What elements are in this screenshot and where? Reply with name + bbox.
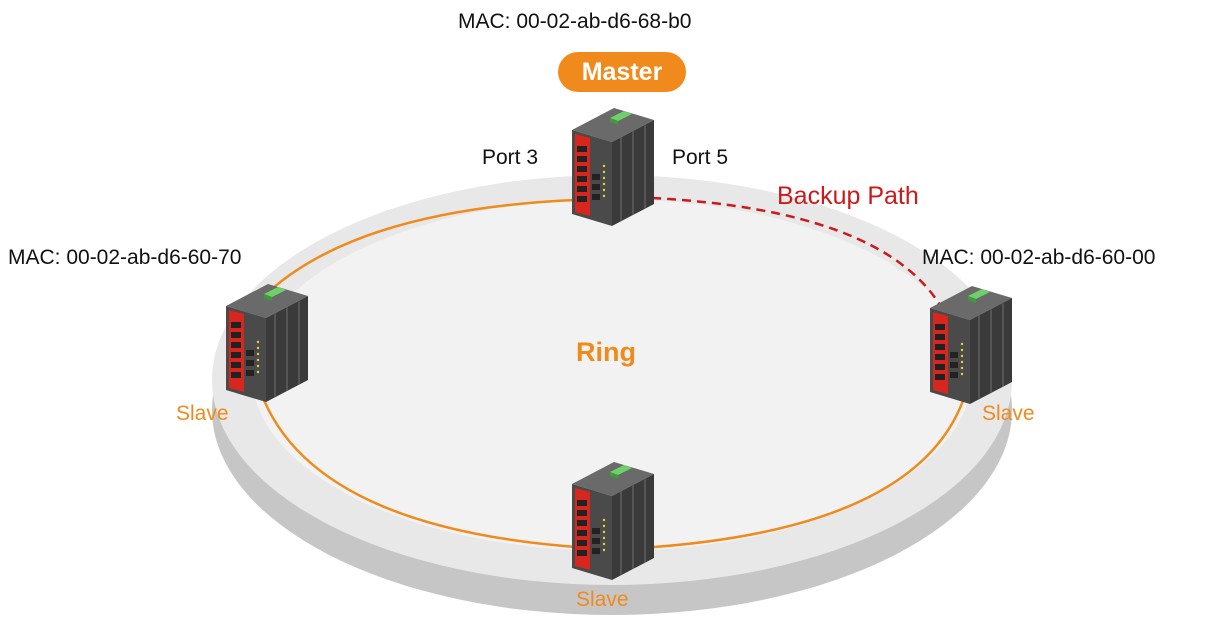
right-node-mac-label: MAC: 00-02-ab-d6-60-00 [922,246,1156,269]
ring-link-left-bottom [258,389,591,550]
backup-path-label: Backup Path [777,182,919,210]
ring-link-bottom-right [639,394,967,550]
ring-platform-inner [252,199,972,551]
bottom-node-role-label: Slave [576,588,629,611]
left-slave-switch-icon [226,284,308,402]
left-node-role-label: Slave [176,402,229,425]
left-node-mac-label: MAC: 00-02-ab-d6-60-70 [8,246,242,269]
master-switch-icon [572,108,654,226]
master-badge: Master [558,52,686,92]
master-mac-label: MAC: 00-02-ab-d6-68-b0 [458,10,692,33]
master-port-left-label: Port 3 [482,146,539,169]
ring-label: Ring [576,337,636,367]
right-node-role-label: Slave [982,402,1035,425]
master-port-right-label: Port 5 [672,146,729,169]
bottom-slave-switch-icon [572,462,654,580]
ring-link-master-left [259,198,576,301]
right-slave-switch-icon [930,286,1012,404]
backup-path-link [651,196,942,306]
